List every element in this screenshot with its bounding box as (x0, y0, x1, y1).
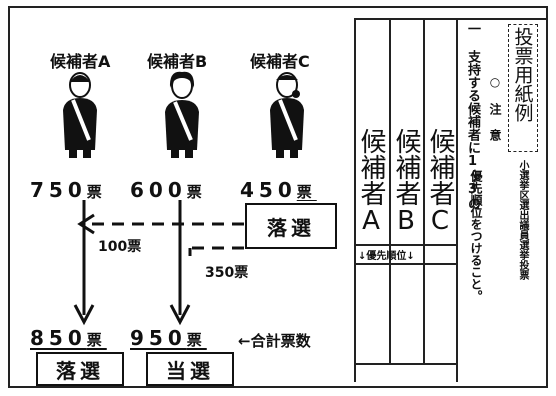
ballot-note-1: 一 支持する候補者に1〜3の (465, 22, 480, 210)
total-votes-label: ←合計票数 (238, 332, 311, 350)
ballot-note-heading: ○ 注 意 (488, 75, 502, 141)
candidate-a-votes-value: 750 (30, 178, 87, 202)
transfer-amount-to-b: 350票 (205, 265, 249, 281)
candidate-a-figure-icon (63, 72, 97, 158)
candidate-b-figure-icon (165, 71, 199, 158)
candidate-c-votes: 450票 (240, 178, 317, 202)
candidate-b-total: 950票 (130, 326, 207, 350)
ballot-note-2: 優先順位をつけること。 (469, 170, 483, 302)
candidate-c-figure-icon (270, 72, 304, 158)
candidate-b-total-unit: 票 (186, 331, 207, 349)
candidate-a-total-unit: 票 (86, 331, 107, 349)
ballot-columns: 候補者A 候補者B 候補者C ↓優先順位↓ (354, 18, 458, 382)
transfer-amount-to-a: 100票 (98, 239, 142, 255)
priority-label: ↓優先順位↓ (358, 251, 415, 262)
ballot-title: 投票用紙例 (511, 27, 534, 122)
outer-border (8, 6, 548, 388)
transfer-arrows (73, 200, 244, 326)
candidate-a-total: 850票 (30, 326, 107, 350)
candidate-a-total-value: 850 (30, 326, 87, 350)
candidate-b-final-result: 当選 (146, 352, 234, 386)
candidate-c-votes-unit: 票 (296, 183, 317, 201)
ballot-side-note: 小選挙区選出議員選挙投票 (517, 160, 528, 280)
ballot-column-b: 候補者B (391, 128, 421, 236)
ballot-title-box: 投票用紙例 (508, 24, 538, 152)
ballot-column-a: 候補者A (356, 128, 386, 236)
candidate-a-votes: 750票 (30, 178, 107, 202)
candidate-a-final-result: 落選 (36, 352, 124, 386)
candidate-c-votes-value: 450 (240, 178, 297, 202)
ballot-column-c: 候補者C (425, 128, 455, 236)
candidate-b-votes-value: 600 (130, 178, 187, 202)
candidate-b-name: 候補者B (147, 52, 208, 71)
candidate-b-total-value: 950 (130, 326, 187, 350)
ballot-example (354, 18, 548, 382)
candidate-b-votes-unit: 票 (186, 183, 207, 201)
candidate-b-votes: 600票 (130, 178, 207, 202)
candidate-c-name: 候補者C (250, 52, 310, 71)
candidate-c-result-box: 落選 (245, 203, 337, 249)
candidate-a-votes-unit: 票 (86, 183, 107, 201)
candidate-a-name: 候補者A (50, 52, 111, 71)
